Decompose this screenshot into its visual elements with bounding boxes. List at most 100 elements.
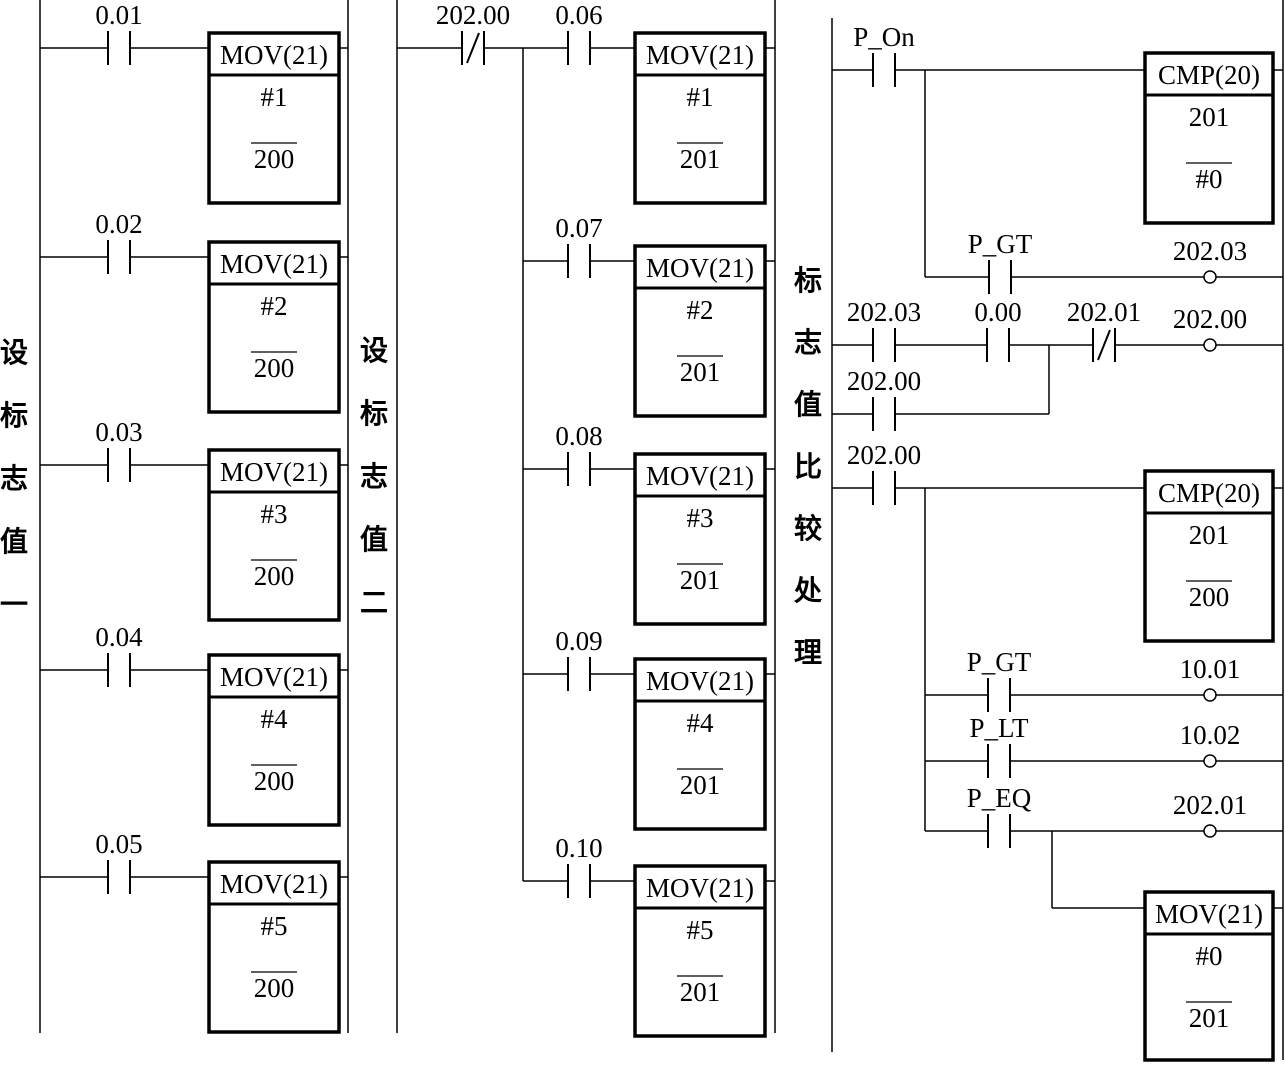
contact-label: 0.06 (555, 0, 602, 30)
box-frame (207, 240, 341, 414)
section-label-char: 值 (0, 525, 28, 558)
box-frame (633, 244, 767, 418)
coil-circle (1203, 824, 1217, 838)
coil-202.03: 202.03 (1173, 236, 1247, 284)
contact-label: P_GT (967, 647, 1032, 677)
box-operand-2: 201 (680, 144, 721, 174)
coil-202.00: 202.00 (1173, 304, 1247, 352)
box-instruction: MOV(21) (220, 869, 328, 899)
box-operand-2: 200 (1189, 582, 1230, 612)
contact-label: 0.05 (95, 829, 142, 859)
contact-label: 0.07 (555, 213, 602, 243)
coil-circle (1203, 754, 1217, 768)
box-operand-2: 201 (680, 770, 721, 800)
box-instruction: MOV(21) (220, 662, 328, 692)
section3-cmp-box-1: CMP(20)201#0 (1143, 51, 1275, 225)
section3-flag-coil: 202.01 (1173, 790, 1247, 838)
contact-label: 202.00 (847, 440, 921, 470)
box-instruction: MOV(21) (646, 253, 754, 283)
box-frame (633, 452, 767, 626)
box-operand-2: 201 (680, 977, 721, 1007)
contact-label: P_On (853, 22, 915, 52)
section-label-char: 设 (360, 334, 388, 367)
contact-label: 202.01 (1067, 297, 1141, 327)
coil-label: 202.00 (1173, 304, 1247, 334)
section-label-char: 二 (360, 586, 388, 619)
box-operand-1: #2 (687, 295, 714, 325)
coil-label: 202.03 (1173, 236, 1247, 266)
section3-flag-contact: P_GT (967, 647, 1032, 712)
box-operand-2: 200 (254, 144, 295, 174)
section3-flag-coil: 10.01 (1180, 654, 1240, 702)
section-label-char: 志 (794, 326, 822, 359)
section3-contact-P_GT-1: P_GT (968, 229, 1033, 294)
section2-contact: 0.10 (555, 833, 603, 898)
section3-contact-202.00-b: 202.00 (847, 440, 921, 505)
contact-label: 202.03 (847, 297, 921, 327)
box-operand-2: 200 (254, 766, 295, 796)
section-label-char: 值 (794, 388, 822, 421)
box-instruction: MOV(21) (646, 666, 754, 696)
box-instruction: MOV(21) (220, 249, 328, 279)
coil-circle (1203, 270, 1217, 284)
box-instruction: MOV(21) (646, 461, 754, 491)
box-frame (207, 653, 341, 827)
section2-contact: 0.07 (555, 213, 603, 278)
box-operand-1: 201 (1189, 102, 1230, 132)
section-label-char: 志 (360, 460, 388, 493)
box-instruction: MOV(21) (646, 873, 754, 903)
contact-label: 202.00 (436, 0, 510, 30)
section-label-char: 标 (794, 264, 822, 297)
section-label-char: 值 (360, 523, 388, 556)
section3-nc-contact-202.01: 202.01 (1067, 297, 1141, 362)
box-operand-1: #3 (261, 499, 288, 529)
box-operand-2: #0 (1196, 164, 1223, 194)
box-instruction: MOV(21) (220, 40, 328, 70)
contact-label: 0.04 (95, 622, 143, 652)
box-frame (207, 31, 341, 205)
section3-contact-0.00: 0.00 (974, 297, 1022, 362)
section2-nc-contact-202.00: 202.00 (436, 0, 510, 65)
box-operand-1: 201 (1189, 520, 1230, 550)
box-frame (207, 860, 341, 1034)
section2-contact: 0.08 (555, 421, 603, 486)
section-label-char: 标 (360, 397, 388, 430)
box-frame (633, 657, 767, 831)
section2-contact: 0.06 (555, 0, 603, 65)
section1-contact: 0.05 (95, 829, 143, 894)
contact-label: 0.02 (95, 209, 142, 239)
contact-nc-slash (1097, 329, 1111, 361)
section1-contact: 0.01 (95, 0, 143, 65)
box-operand-2: 201 (680, 565, 721, 595)
section1-mov-box: MOV(21) #4 200 (207, 653, 341, 827)
section-label-char: 理 (794, 636, 822, 669)
box-frame (633, 31, 767, 205)
section3-latch-contact-202.00: 202.00 (847, 366, 921, 431)
box-operand-2: 200 (254, 353, 295, 383)
section3-contact-202.03: 202.03 (847, 297, 921, 362)
box-instruction: MOV(21) (1155, 899, 1263, 929)
section3-contact-P_On: P_On (853, 22, 915, 87)
box-operand-1: #0 (1196, 941, 1223, 971)
box-frame (1143, 890, 1275, 1062)
section1-contact: 0.02 (95, 209, 143, 274)
box-operand-1: #5 (261, 911, 288, 941)
contact-label: 0.10 (555, 833, 602, 863)
box-operand-1: #4 (261, 704, 289, 734)
contact-label: 0.03 (95, 417, 142, 447)
contact-label: 0.09 (555, 626, 602, 656)
contact-label: 0.08 (555, 421, 602, 451)
coil-label: 202.01 (1173, 790, 1247, 820)
section-label-char: 处 (793, 574, 822, 607)
section1-contact: 0.04 (95, 622, 143, 687)
contact-label: P_GT (968, 229, 1033, 259)
section-label-char: 比 (794, 450, 822, 483)
